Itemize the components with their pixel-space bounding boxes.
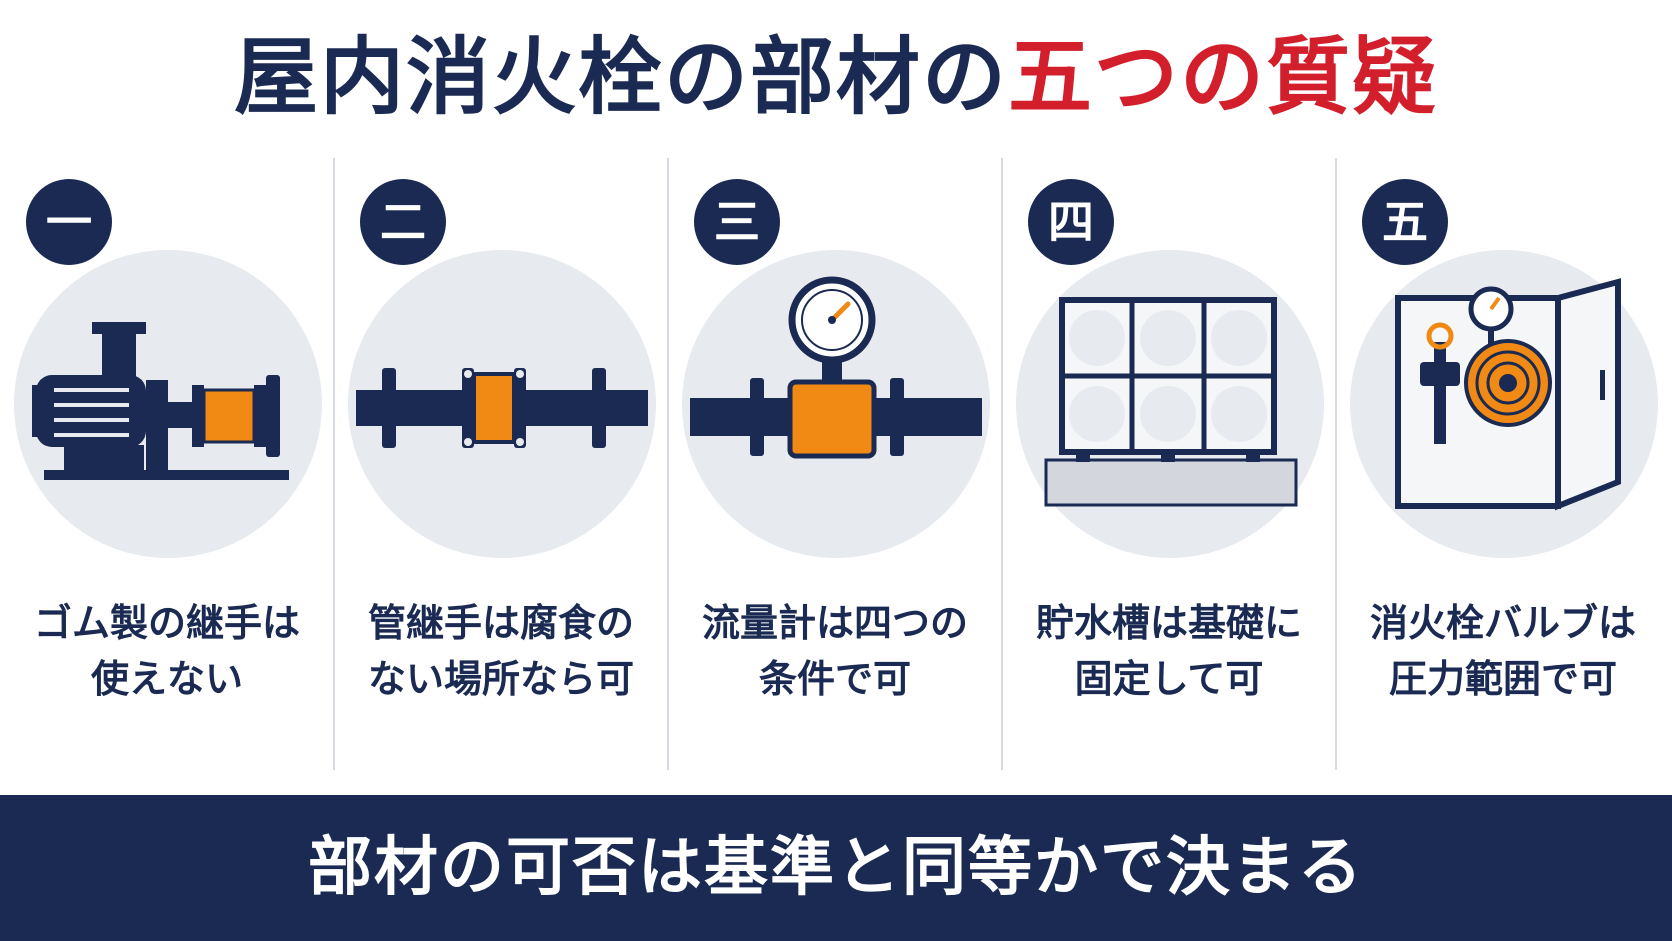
caption: 管継手は腐食の ない場所なら可 (334, 595, 668, 707)
panel-2: 二 管継手は腐食の ない場所なら可 (334, 155, 668, 770)
caption-line-1: 管継手は腐食の (367, 601, 634, 645)
flow-meter-gauge-icon (690, 276, 982, 459)
pipe-coupling-icon (356, 368, 648, 448)
panel-5: 五 消火栓バルブは 圧力範囲で可 (1336, 155, 1670, 770)
number-badge: 一 (26, 179, 112, 265)
caption: 消火栓バルブは 圧力範囲で可 (1336, 595, 1670, 707)
caption-line-1: 流量計は四つの (701, 601, 968, 645)
number-badge: 二 (360, 179, 446, 265)
illustration-circle (1016, 250, 1324, 558)
caption-line-1: 消火栓バルブは (1369, 601, 1636, 645)
caption-line-2: ない場所なら可 (367, 657, 634, 701)
title-accent: 五つの質疑 (1008, 28, 1439, 126)
page-title: 屋内消火栓の部材の五つの質疑 (0, 22, 1672, 132)
caption-line-2: 圧力範囲で可 (1388, 657, 1617, 701)
caption-line-1: 貯水槽は基礎に (1035, 601, 1302, 645)
illustration-circle (682, 250, 990, 558)
illustration-circle (1350, 250, 1658, 558)
panel-1: 一 ゴム製の継手は 使えない (0, 155, 334, 770)
caption-line-2: 条件で可 (758, 657, 911, 701)
illustration-circle (14, 250, 322, 558)
question-panels: 一 ゴム製の継手は 使えない (0, 155, 1672, 770)
column-divider (1001, 158, 1003, 770)
caption-line-2: 固定して可 (1074, 657, 1264, 701)
caption: 貯水槽は基礎に 固定して可 (1002, 595, 1336, 707)
pump-flexible-joint-icon (32, 322, 289, 480)
panel-4: 四 貯水槽は基礎に 固定して可 (1002, 155, 1336, 770)
column-divider (667, 158, 669, 770)
column-divider (1335, 158, 1337, 770)
water-tank-icon (1044, 297, 1298, 507)
number-badge: 三 (694, 179, 780, 265)
panel-3: 三 流量計は四つの 条件で可 (668, 155, 1002, 770)
column-divider (333, 158, 335, 770)
caption-line-1: ゴム製の継手は (33, 601, 300, 645)
caption: ゴム製の継手は 使えない (0, 595, 334, 707)
number-badge: 四 (1028, 179, 1114, 265)
number-badge: 五 (1362, 179, 1448, 265)
caption-line-2: 使えない (90, 657, 243, 701)
summary-banner: 部材の可否は基準と同等かで決まる (0, 795, 1672, 941)
hydrant-cabinet-icon (1395, 278, 1621, 511)
illustration-circle (348, 250, 656, 558)
caption: 流量計は四つの 条件で可 (668, 595, 1002, 707)
title-main: 屋内消火栓の部材の (233, 28, 1008, 126)
